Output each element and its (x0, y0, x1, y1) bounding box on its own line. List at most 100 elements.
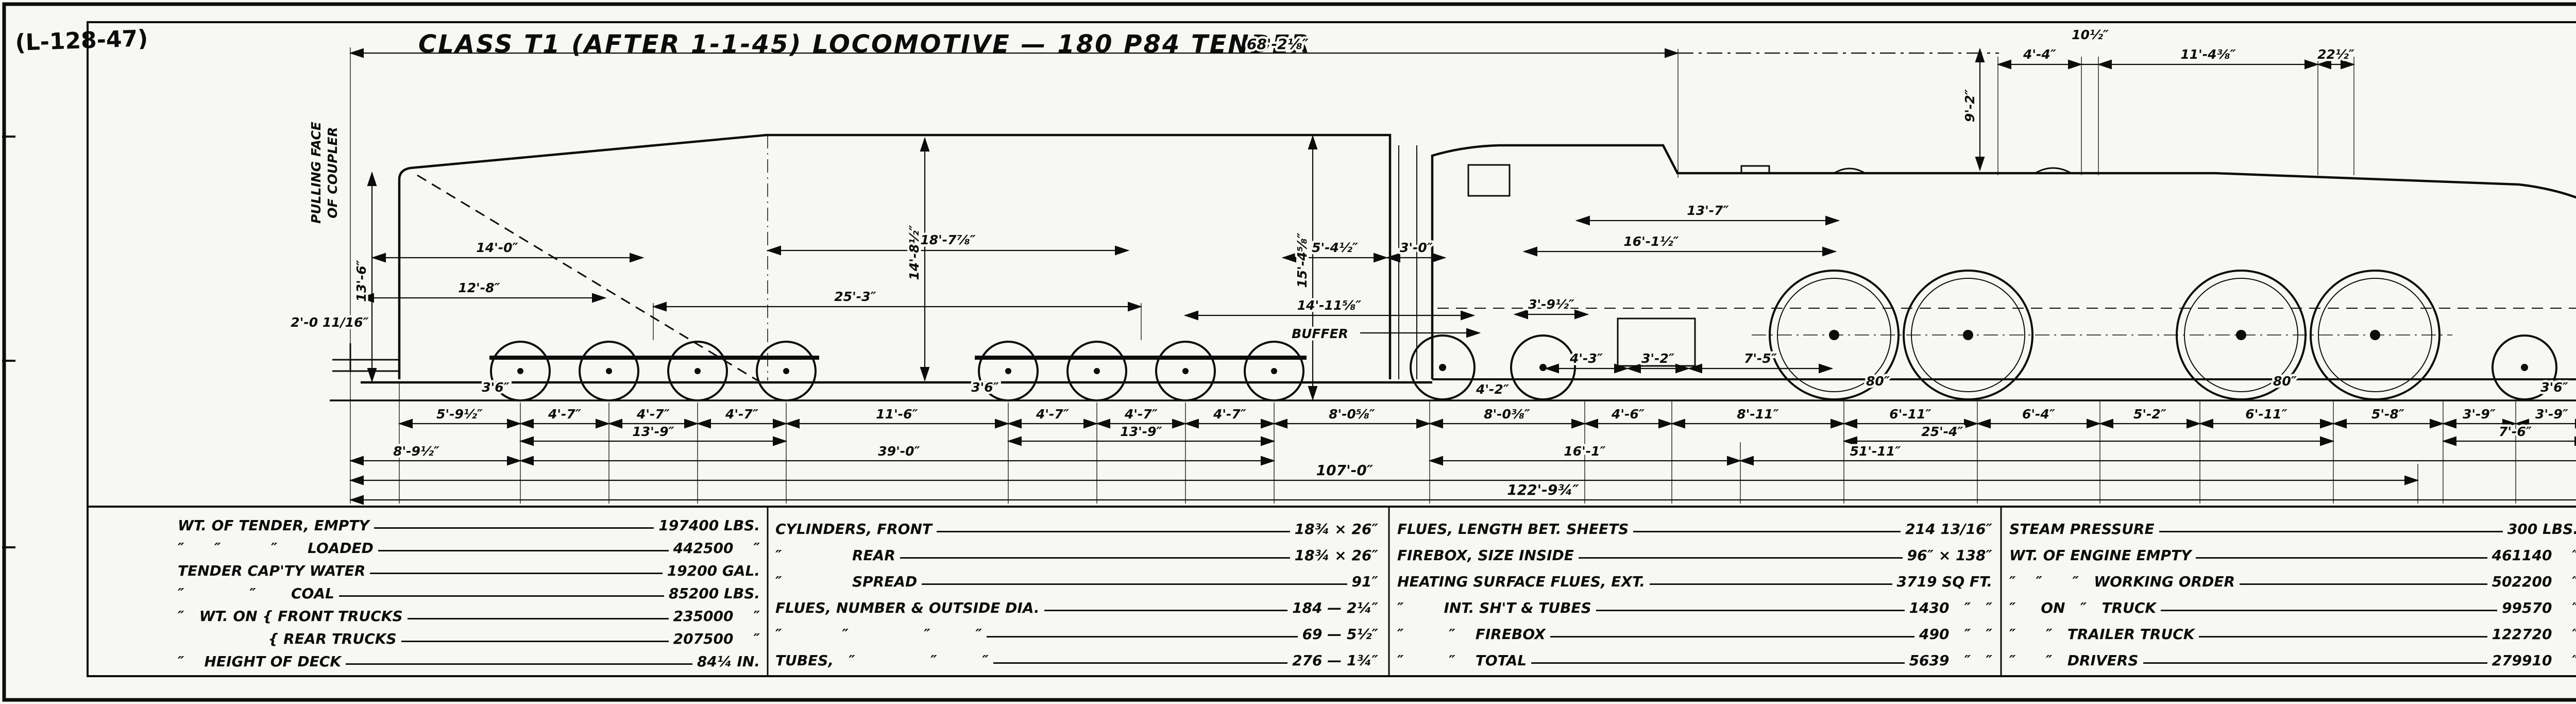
pilot-wheel-4-2: 4'-2″ (1476, 382, 1510, 397)
dim-14-0: 14'-0″ (476, 240, 518, 255)
leader-line (993, 662, 1288, 664)
overall-length-122-9: 122'-9¾″ (1507, 481, 1579, 498)
spec-label: WT. OF ENGINE EMPTY (2009, 547, 2192, 564)
sheet-title: CLASS T1 (AFTER 1-1-45) LOCOMOTIVE — 180… (418, 30, 1311, 59)
spec-value: 18¾ × 26″ (1294, 547, 1378, 564)
spec-label: TUBES, ″ ″ ″ (775, 652, 989, 669)
driver-diameter-80-front: 80″ (1866, 374, 1890, 389)
chain-6-11-b: 6'-11″ (2245, 407, 2287, 422)
table-row: ″ ″ TRAILER TRUCK 122720 ″ (2009, 616, 2576, 643)
leader-line (1633, 531, 1901, 532)
dimension-labels: 68'-2⅛″ 4'-4″ 10½″ 11'-4⅜″ 22½″ 9'-2″ 13… (289, 25, 2571, 501)
chain-6-4: 6'-4″ (2022, 407, 2056, 422)
table-row: ″ ″ ″ ″69 — 5½″ (775, 616, 1378, 643)
table-row: FLUES, NUMBER & OUTSIDE DIA.184 — 2¼″ (775, 590, 1378, 616)
chain-5-8: 5'-8″ (2371, 407, 2405, 422)
table-row: ″ HEIGHT OF DECK 84¼ IN. (178, 647, 760, 670)
leader-line (937, 531, 1290, 532)
chain-3-9-b: 3'-9″ (2535, 407, 2569, 422)
total-107-0: 107'-0″ (1316, 462, 1374, 479)
leader-line (2143, 662, 2487, 664)
leader-line (922, 583, 1347, 585)
spec-label: ″ HEIGHT OF DECK (178, 653, 342, 670)
dim-top-4-4: 4'-4″ (2023, 47, 2057, 62)
dim-coupler-2-0: 2'-0 11/16″ (291, 315, 369, 330)
leader-line (1044, 610, 1288, 611)
dim-tender-height-13-6: 13'-6″ (354, 259, 369, 301)
spec-label: ″ SPREAD (775, 573, 918, 590)
spec-value: 279910 ″ (2492, 652, 2576, 669)
spec-value: 461140 ″ (2492, 547, 2576, 564)
spec-label: ″ INT. SH'T & TUBES (1397, 599, 1591, 616)
spec-value: 91″ (1351, 573, 1378, 590)
spec-value: 490 ″ ″ (1919, 626, 1992, 643)
spec-value: 214 13/16″ (1905, 521, 1992, 538)
rail-and-extension-lines (330, 47, 2576, 504)
chain-4-6: 4'-6″ (1611, 407, 1645, 422)
chain-6-11-a: 6'-11″ (1889, 407, 1931, 422)
dim-9-2: 9'-2″ (1962, 89, 1977, 122)
dim-18-7: 18'-7⅞″ (920, 232, 976, 247)
trailing-wheel-3-6: 3'6″ (2540, 380, 2568, 395)
dim-16-1-half: 16'-1½″ (1623, 234, 1679, 249)
dim-top-10-half: 10½″ (2072, 27, 2109, 42)
engine-wheelbase-51-11: 51'-11″ (1850, 444, 1902, 459)
truck-wheelbase-13-9-a: 13'-9″ (632, 424, 674, 439)
spec-value: 197400 LBS. (658, 517, 760, 534)
dim-14-8-half: 14'-8½″ (907, 225, 922, 280)
spec-value: 276 — 1¾″ (1292, 652, 1378, 669)
dim-3-0: 3'-0″ (1400, 240, 1433, 255)
spec-label: FIREBOX, SIZE INSIDE (1397, 547, 1574, 564)
spec-value: 69 — 5½″ (1302, 626, 1378, 643)
leader-line (1531, 662, 1905, 664)
leader-line (338, 595, 664, 597)
spec-value: 99570 ″ (2502, 599, 2576, 616)
chain-8-0-38: 8'-0⅜″ (1484, 407, 1531, 422)
chain-11-6: 11'-6″ (876, 407, 918, 422)
spec-value: 84¼ IN. (697, 653, 760, 670)
spec-value: 442500 ″ (673, 540, 760, 557)
leader-line (407, 618, 669, 619)
leader-line (346, 663, 692, 665)
spec-label: { REAR TRUCKS (178, 630, 397, 647)
spec-value: 235000 ″ (673, 608, 760, 625)
chain-4-7-d: 4'-7″ (1036, 407, 1070, 422)
leader-line (2161, 610, 2498, 611)
pulling-face-left-line2: OF COUPLER (325, 127, 340, 219)
leader-line (1578, 557, 1903, 559)
chain-4-7-a: 4'-7″ (548, 407, 582, 422)
spec-value: 184 — 2¼″ (1292, 599, 1378, 616)
spec-label: ″ ″ TRAILER TRUCK (2009, 626, 2195, 643)
leader-line (986, 636, 1298, 638)
tender-wheel-3-6-a: 3'6″ (482, 380, 510, 395)
tender-side-view (332, 133, 1432, 401)
table-row: WT. OF ENGINE EMPTY 461140 ″ (2009, 538, 2576, 564)
document-id: (L-128-47) (15, 25, 148, 56)
chain-16-1: 16'-1″ (1564, 444, 1606, 459)
leader-line (2240, 583, 2487, 585)
dim-12-8: 12'-8″ (458, 280, 500, 295)
chain-8-11: 8'-11″ (1737, 407, 1779, 422)
leader-line (1650, 583, 1892, 585)
spec-value: 3719 SQ FT. (1896, 573, 1993, 590)
spec-value: 5639 ″ ″ (1909, 652, 1992, 669)
spec-value: 122720 ″ (2492, 626, 2576, 643)
leader-line (1596, 610, 1905, 611)
leader-line (900, 557, 1290, 559)
leader-line (370, 573, 663, 574)
spec-label: ″ ″ ″ LOADED (178, 540, 374, 557)
leader-line (378, 550, 669, 551)
spec-label: TENDER CAP'TY WATER (178, 562, 366, 579)
dim-4-3: 4'-3″ (1569, 351, 1603, 366)
